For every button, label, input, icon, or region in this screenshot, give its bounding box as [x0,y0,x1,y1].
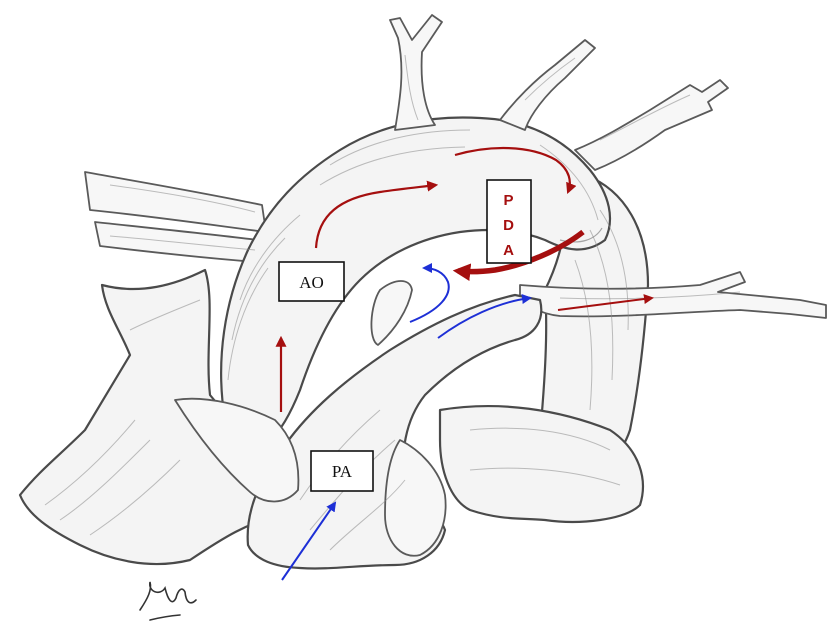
flow-arrow-blue-ductus [410,268,449,322]
pda-label: P D A [487,180,531,263]
aorta-label: AO [279,262,344,301]
aorta-label-text: AO [299,273,324,292]
pda-letter-d: D [503,217,515,234]
artist-signature-icon [140,582,196,620]
brachiocephalic-artery [390,15,442,130]
left-subclavian-artery [575,80,728,170]
pulmonary-artery-label: PA [311,451,373,491]
ductus-opening [371,281,412,345]
left-carotid-artery [500,40,595,130]
pulmonary-root-bulge [385,440,446,556]
pda-letter-a: A [503,242,515,259]
pda-letter-p: P [503,192,514,209]
pulmonary-artery-label-text: PA [332,462,353,481]
